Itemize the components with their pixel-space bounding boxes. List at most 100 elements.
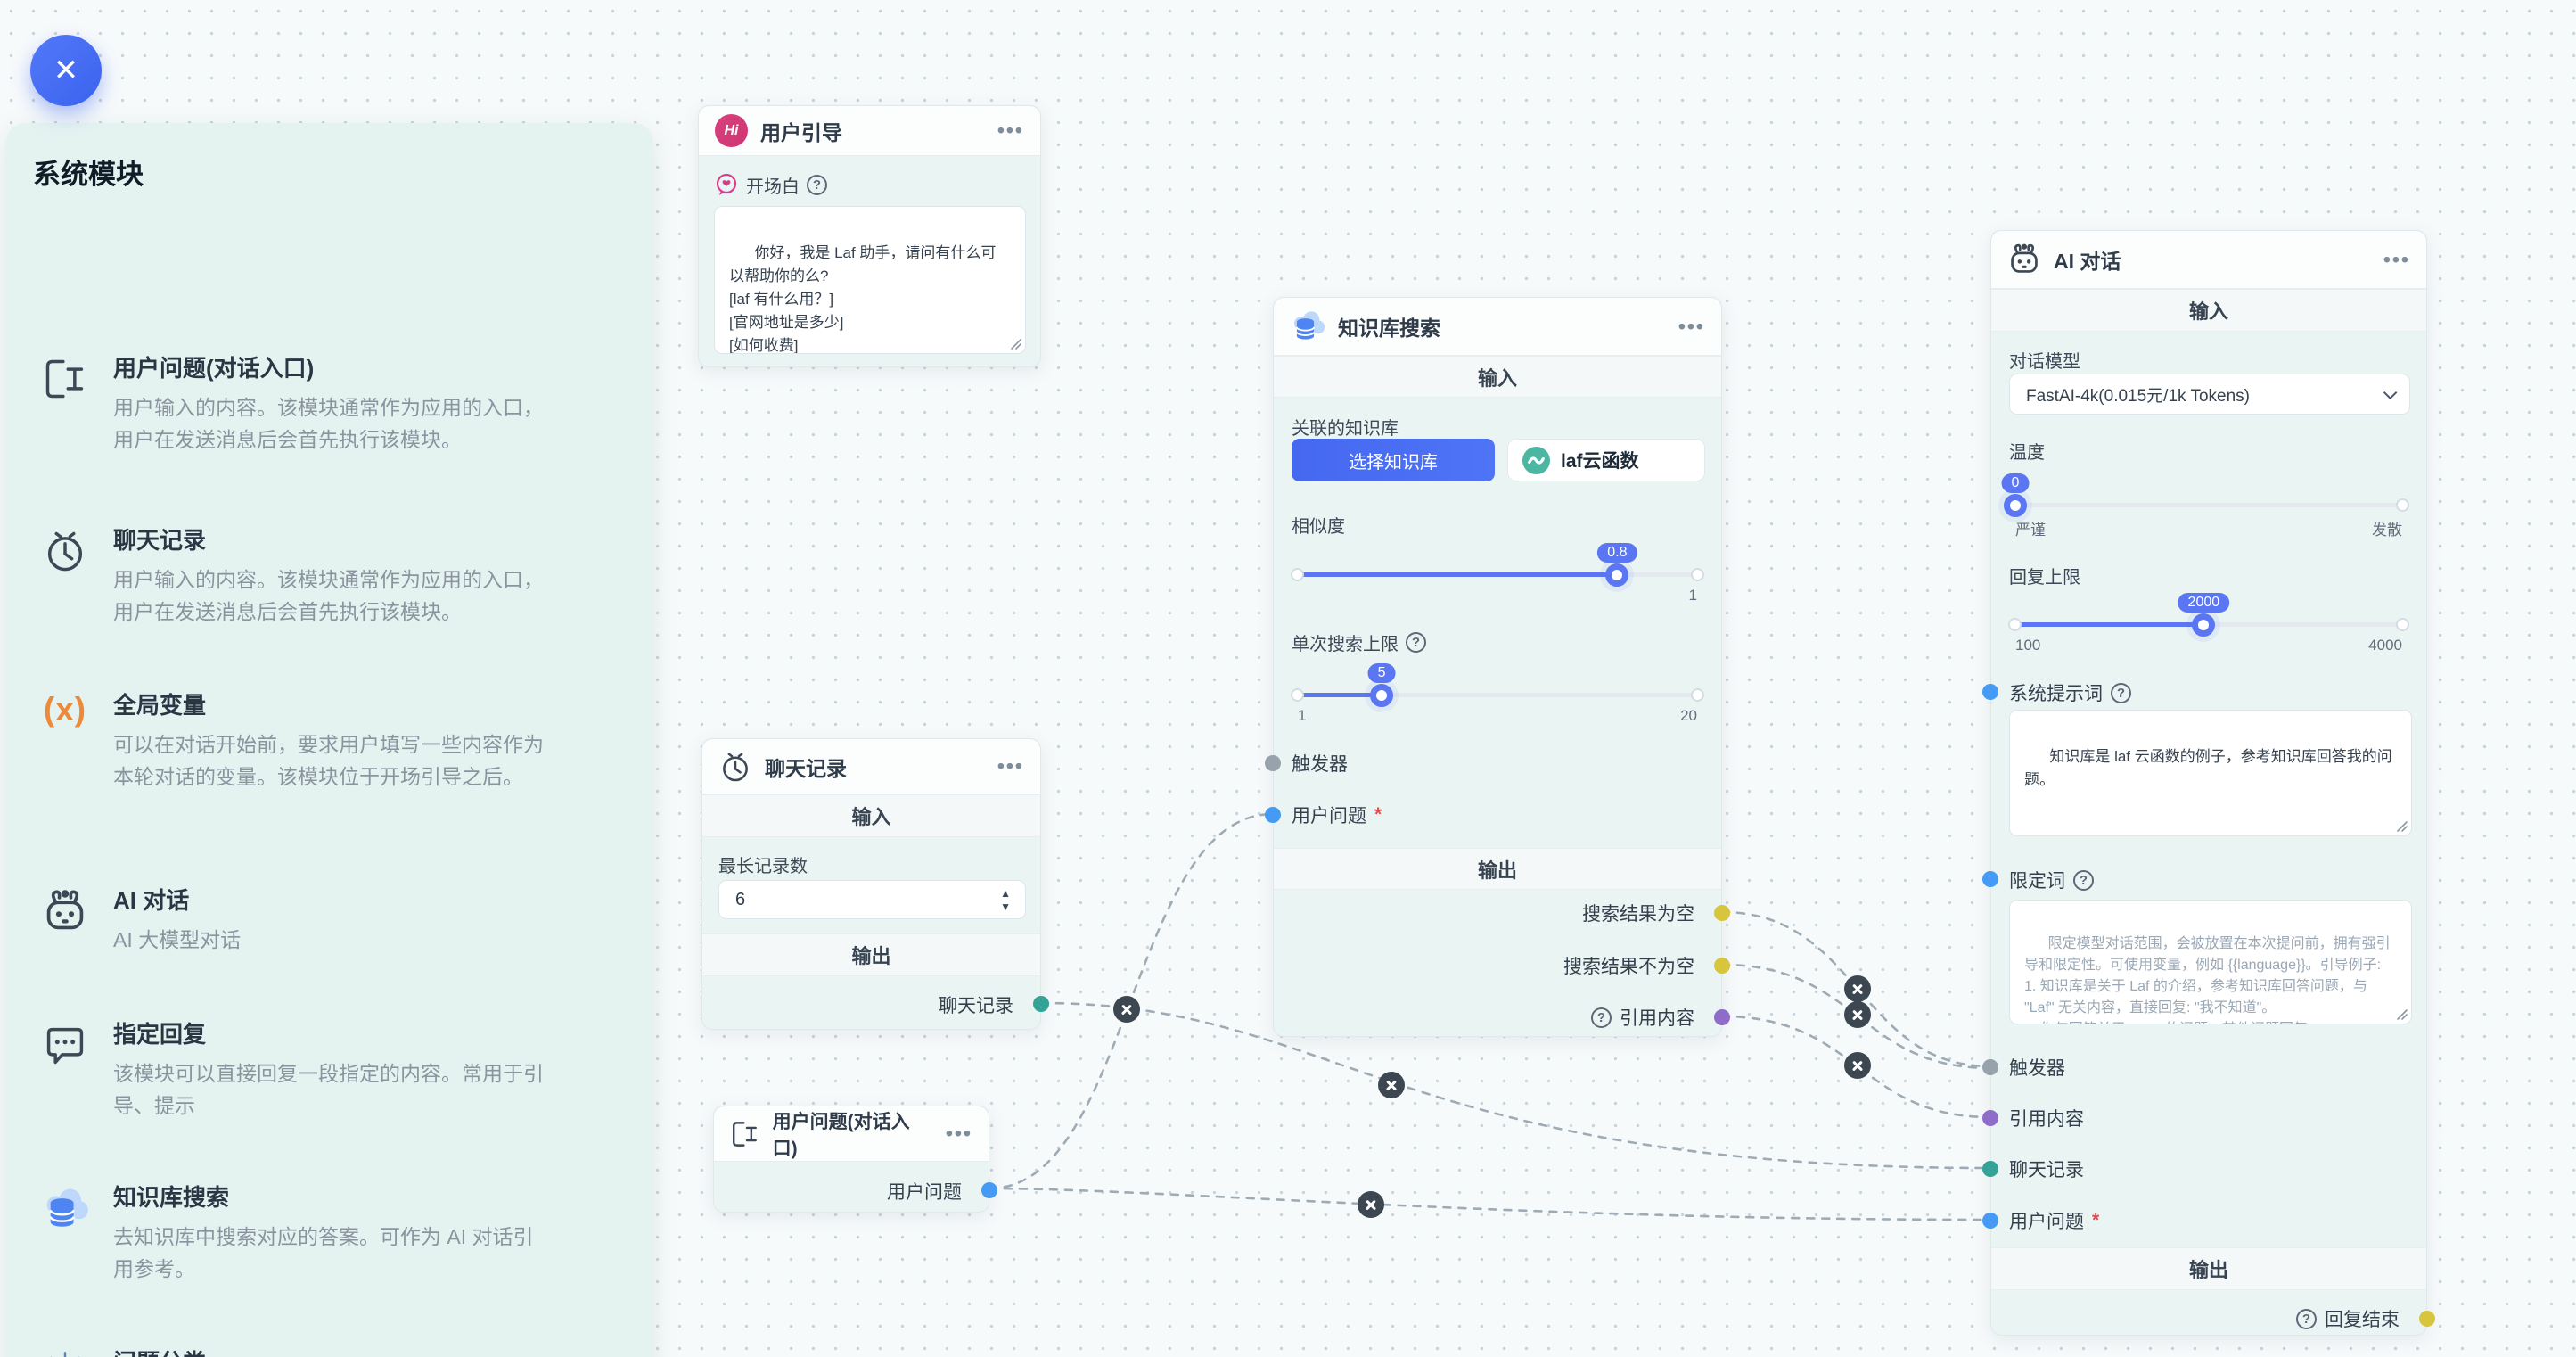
port-chat-history-in[interactable] <box>1982 1161 1998 1177</box>
node-header[interactable]: 聊天记录 ••• <box>702 739 1040 794</box>
kb-tag-label: laf云函数 <box>1561 451 1639 472</box>
node-kb-search[interactable]: 知识库搜索 ••• 输入 关联的知识库 选择知识库 laf云函数 相似度 0.8… <box>1265 297 1730 1037</box>
sidebar-item-global-variable[interactable]: (x) 全局变量 可以在对话开始前，要求用户填写一些内容作为本轮对话的变量。该模… <box>38 687 627 793</box>
node-menu-icon[interactable]: ••• <box>2383 247 2410 271</box>
max-reply-slider[interactable]: 2000 100 4000 <box>2008 593 2409 654</box>
node-menu-icon[interactable]: ••• <box>997 119 1024 142</box>
select-kb-button[interactable]: 选择知识库 <box>1292 439 1495 481</box>
port-user-question-out[interactable] <box>981 1182 997 1198</box>
output-section-header: 输出 <box>1991 1247 2426 1290</box>
unlink-icon[interactable] <box>1844 1001 1871 1028</box>
port-trigger-in[interactable] <box>1265 755 1281 771</box>
sidebar-item-title: 知识库搜索 <box>113 1184 230 1211</box>
port-chat-history-out[interactable] <box>1033 996 1049 1012</box>
sidebar-item-fixed-reply[interactable]: 指定回复 该模块可以直接回复一段指定的内容。常用于引导、提示 <box>38 1016 627 1122</box>
port-search-empty-out[interactable] <box>1714 905 1730 921</box>
sidebar-item-title: 指定回复 <box>113 1021 207 1048</box>
output-port-row: 聊天记录 <box>939 996 1013 1016</box>
edge-kbnotempty-ai[interactable] <box>1720 963 1992 1070</box>
search-limit-slider[interactable]: 5 1 20 <box>1291 663 1704 724</box>
node-title: AI 对话 <box>2054 250 2121 273</box>
slider-max-label: 4000 <box>2368 637 2402 654</box>
port-search-not-empty-out[interactable] <box>1714 958 1730 974</box>
close-button[interactable]: ✕ <box>30 35 102 106</box>
node-menu-icon[interactable]: ••• <box>997 754 1024 777</box>
qualifier-textarea[interactable]: 限定模型对话范围，会被放置在本次提问前，拥有强引导和限定性。可使用变量，例如 {… <box>2009 900 2412 1024</box>
sidebar-item-user-question[interactable]: 用户问题(对话入口) 用户输入的内容。该模块通常作为应用的入口，用户在发送消息后… <box>38 350 627 456</box>
system-prompt-textarea[interactable]: 知识库是 laf 云函数的例子，参考知识库回答我的问题。 <box>2009 710 2412 836</box>
unlink-icon[interactable] <box>1378 1072 1405 1098</box>
port-reply-end-out[interactable] <box>2419 1311 2435 1327</box>
node-ai-chat[interactable]: AI 对话 ••• 输入 对话模型 FastAI-4k(0.015元/1k To… <box>1982 230 2435 1336</box>
unlink-icon[interactable] <box>1358 1191 1384 1218</box>
unlink-icon[interactable] <box>1113 996 1140 1023</box>
help-icon[interactable]: ? <box>1406 632 1426 653</box>
kb-tag[interactable]: laf云函数 <box>1507 439 1705 481</box>
help-icon[interactable]: ? <box>2296 1308 2317 1329</box>
resize-handle-icon <box>2397 1009 2408 1020</box>
node-header[interactable]: 知识库搜索 ••• <box>1274 298 1721 356</box>
kb-label: 关联的知识库 <box>1292 419 1399 439</box>
sidebar-item-question-classify[interactable]: 问题分类 可以判断用户问题属于哪方面问题，从而执行不同的操作。 <box>38 1345 627 1357</box>
node-user-guide[interactable]: Hi 用户引导 ••• 开场白 ? 你好，我是 Laf 助手，请问有什么可以帮助… <box>698 105 1041 367</box>
sidebar-item-title: 聊天记录 <box>113 527 207 554</box>
edge-userquestion-ai[interactable] <box>988 1187 1992 1221</box>
slider-min-label: 100 <box>2015 637 2041 654</box>
slider-handle[interactable] <box>1370 684 1394 707</box>
node-title: 用户问题(对话入口) <box>772 1111 910 1159</box>
similarity-slider[interactable]: 0.8 1 <box>1291 543 1704 604</box>
node-header[interactable]: Hi 用户引导 ••• <box>699 106 1040 156</box>
port-system-prompt-in[interactable] <box>1982 684 1998 700</box>
unlink-icon[interactable] <box>1844 1052 1871 1079</box>
input-section-header: 输入 <box>1991 289 2426 332</box>
temperature-slider[interactable]: 0 严谨 发散 <box>2001 473 2409 539</box>
slider-value-badge: 0.8 <box>1597 543 1637 563</box>
node-menu-icon[interactable]: ••• <box>1678 314 1705 338</box>
sidebar-item-chat-history[interactable]: 聊天记录 用户输入的内容。该模块通常作为应用的入口，用户在发送消息后会首先执行该… <box>38 522 627 628</box>
robot-icon <box>2011 243 2038 273</box>
port-trigger-in[interactable] <box>1982 1059 1998 1075</box>
edge-kbquote-ai[interactable] <box>1720 1015 1992 1119</box>
node-title: 用户引导 <box>760 120 842 144</box>
stepper-arrows[interactable]: ▲ ▼ <box>1000 888 1011 912</box>
slider-max-label: 发散 <box>2372 522 2402 539</box>
input-section-header: 输入 <box>1274 356 1721 398</box>
node-user-question[interactable]: 用户问题(对话入口) ••• 用户问题 <box>713 1106 997 1213</box>
node-chat-history[interactable]: 聊天记录 ••• 输入 最长记录数 ▲ ▼ 输出 聊天记录 <box>701 738 1049 1030</box>
welcome-textarea[interactable]: 你好，我是 Laf 助手，请问有什么可以帮助你的么? [laf 有什么用？] [… <box>714 206 1026 354</box>
port-quote-in[interactable] <box>1982 1110 1998 1126</box>
port-user-question-in[interactable] <box>1265 807 1281 823</box>
input-port-row: 触发器 <box>2009 1058 2065 1079</box>
model-select[interactable]: FastAI-4k(0.015元/1k Tokens) <box>2009 374 2410 415</box>
port-qualifier-in[interactable] <box>1982 871 1998 887</box>
max-records-value[interactable] <box>734 888 956 911</box>
bulb-icon <box>38 1345 92 1357</box>
slider-handle[interactable] <box>2192 613 2216 637</box>
node-header[interactable]: AI 对话 ••• <box>1991 231 2426 289</box>
database-cloud-icon <box>1294 311 1325 340</box>
edge-kbempty-ai[interactable] <box>1720 910 1992 1068</box>
help-icon[interactable]: ? <box>807 175 827 195</box>
chevron-down-icon <box>2383 385 2398 399</box>
node-header[interactable]: 用户问题(对话入口) ••• <box>714 1106 989 1162</box>
output-section-header: 输出 <box>1274 848 1721 890</box>
sidebar-item-desc: 可以在对话开始前，要求用户填写一些内容作为本轮对话的变量。该模块位于开场引导之后… <box>113 733 544 788</box>
port-user-question-in[interactable] <box>1982 1213 1998 1229</box>
port-quote-out[interactable] <box>1714 1009 1730 1025</box>
clock-icon <box>38 522 92 628</box>
slider-handle[interactable] <box>1605 563 1629 587</box>
unlink-icon[interactable] <box>1844 975 1871 1002</box>
sidebar-item-desc: 用户输入的内容。该模块通常作为应用的入口，用户在发送消息后会首先执行该模块。 <box>113 396 544 451</box>
sidebar-item-kb-search[interactable]: 知识库搜索 去知识库中搜索对应的答案。可作为 AI 对话引用参考。 <box>38 1180 627 1285</box>
sidebar-item-ai-chat[interactable]: AI 对话 AI 大模型对话 <box>38 883 627 956</box>
node-menu-icon[interactable]: ••• <box>945 1122 972 1145</box>
max-records-input[interactable]: ▲ ▼ <box>718 880 1026 919</box>
slider-handle[interactable] <box>2004 494 2027 517</box>
help-icon[interactable]: ? <box>2073 869 2094 891</box>
input-port-row: 引用内容 <box>2009 1109 2084 1130</box>
help-icon[interactable]: ? <box>2111 682 2131 703</box>
hi-avatar-icon: Hi <box>715 114 748 147</box>
input-port-row: 聊天记录 <box>2009 1160 2084 1180</box>
help-icon[interactable]: ? <box>1591 1007 1612 1028</box>
